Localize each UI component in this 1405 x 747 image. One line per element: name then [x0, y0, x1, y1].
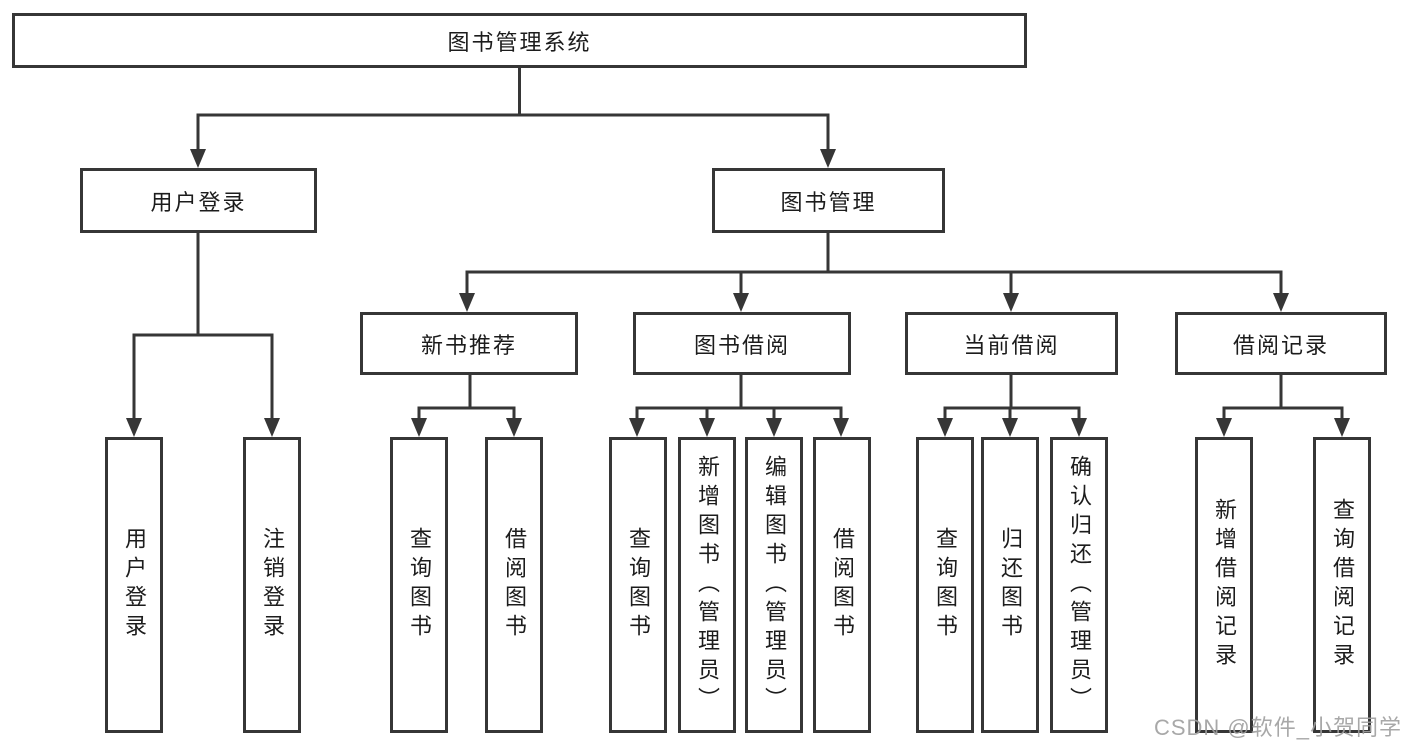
node-edit-book-admin: 编辑图书（管理员） [745, 437, 803, 733]
node-query-borrow-record-label: 查询借阅记录 [1330, 498, 1355, 672]
connector-book-management-to-level3 [465, 233, 1283, 296]
node-return-books: 归还图书 [981, 437, 1039, 733]
node-borrow-records: 借阅记录 [1175, 312, 1387, 375]
arrowhead [1334, 418, 1350, 437]
arrowhead [506, 418, 522, 437]
connector-user-login-to-children [132, 233, 274, 421]
node-root: 图书管理系统 [12, 13, 1027, 68]
node-query-books-recommend: 查询图书 [390, 437, 448, 733]
arrowhead [820, 149, 836, 168]
node-user-login-label: 用户登录 [150, 189, 247, 215]
node-add-borrow-record: 新增借阅记录 [1195, 437, 1253, 733]
connector-book-borrow-to-children [635, 375, 843, 421]
node-borrow-books-action-label: 借阅图书 [830, 527, 855, 643]
arrowhead [459, 293, 475, 312]
node-confirm-return-admin: 确认归还（管理员） [1050, 437, 1108, 733]
arrowhead [1002, 418, 1018, 437]
node-query-books-recommend-label: 查询图书 [407, 527, 432, 643]
arrowheads [126, 149, 1350, 437]
node-current-borrow: 当前借阅 [905, 312, 1118, 375]
node-book-borrow-label: 图书借阅 [693, 332, 790, 358]
node-query-books-current: 查询图书 [916, 437, 974, 733]
node-query-books-borrow: 查询图书 [609, 437, 667, 733]
node-return-books-label: 归还图书 [998, 527, 1023, 643]
arrowhead [190, 149, 206, 168]
node-logout: 注销登录 [243, 437, 301, 733]
arrowhead [766, 418, 782, 437]
node-new-book-recommend: 新书推荐 [360, 312, 578, 375]
arrowhead [937, 418, 953, 437]
node-book-borrow: 图书借阅 [633, 312, 851, 375]
node-book-management-label: 图书管理 [780, 189, 877, 215]
arrowhead [833, 418, 849, 437]
node-confirm-return-admin-label: 确认归还（管理员） [1067, 454, 1092, 716]
node-root-label: 图书管理系统 [447, 29, 592, 55]
arrowhead [629, 418, 645, 437]
node-borrow-books-action: 借阅图书 [813, 437, 871, 733]
node-query-books-borrow-label: 查询图书 [626, 527, 651, 643]
node-add-borrow-record-label: 新增借阅记录 [1212, 498, 1237, 672]
arrowhead [411, 418, 427, 437]
node-add-book-admin: 新增图书（管理员） [678, 437, 736, 733]
node-logout-label: 注销登录 [260, 527, 285, 643]
arrowhead [1003, 293, 1019, 312]
connector-borrow-records-to-children [1222, 375, 1344, 421]
arrowhead [699, 418, 715, 437]
connector-root-to-level2 [196, 67, 830, 152]
node-borrow-books-recommend-label: 借阅图书 [502, 527, 527, 643]
arrowhead [1216, 418, 1232, 437]
node-user-login-action-label: 用户登录 [122, 527, 147, 643]
node-user-login-action: 用户登录 [105, 437, 163, 733]
node-current-borrow-label: 当前借阅 [963, 332, 1060, 358]
node-add-book-admin-label: 新增图书（管理员） [695, 454, 720, 716]
node-query-borrow-record: 查询借阅记录 [1313, 437, 1371, 733]
arrowhead [733, 293, 749, 312]
arrowhead [1071, 418, 1087, 437]
connector-new-book-recommend-to-children [417, 375, 516, 421]
node-borrow-records-label: 借阅记录 [1232, 332, 1329, 358]
connector-current-borrow-to-children [943, 375, 1081, 421]
node-query-books-current-label: 查询图书 [933, 527, 958, 643]
node-user-login: 用户登录 [80, 168, 317, 233]
arrowhead [126, 418, 142, 437]
arrowhead [1273, 293, 1289, 312]
node-new-book-recommend-label: 新书推荐 [420, 332, 517, 358]
node-book-management: 图书管理 [712, 168, 945, 233]
csdn-watermark: CSDN @软件_小贺同学 [1153, 715, 1402, 740]
node-edit-book-admin-label: 编辑图书（管理员） [762, 454, 787, 716]
arrowhead [264, 418, 280, 437]
node-borrow-books-recommend: 借阅图书 [485, 437, 543, 733]
